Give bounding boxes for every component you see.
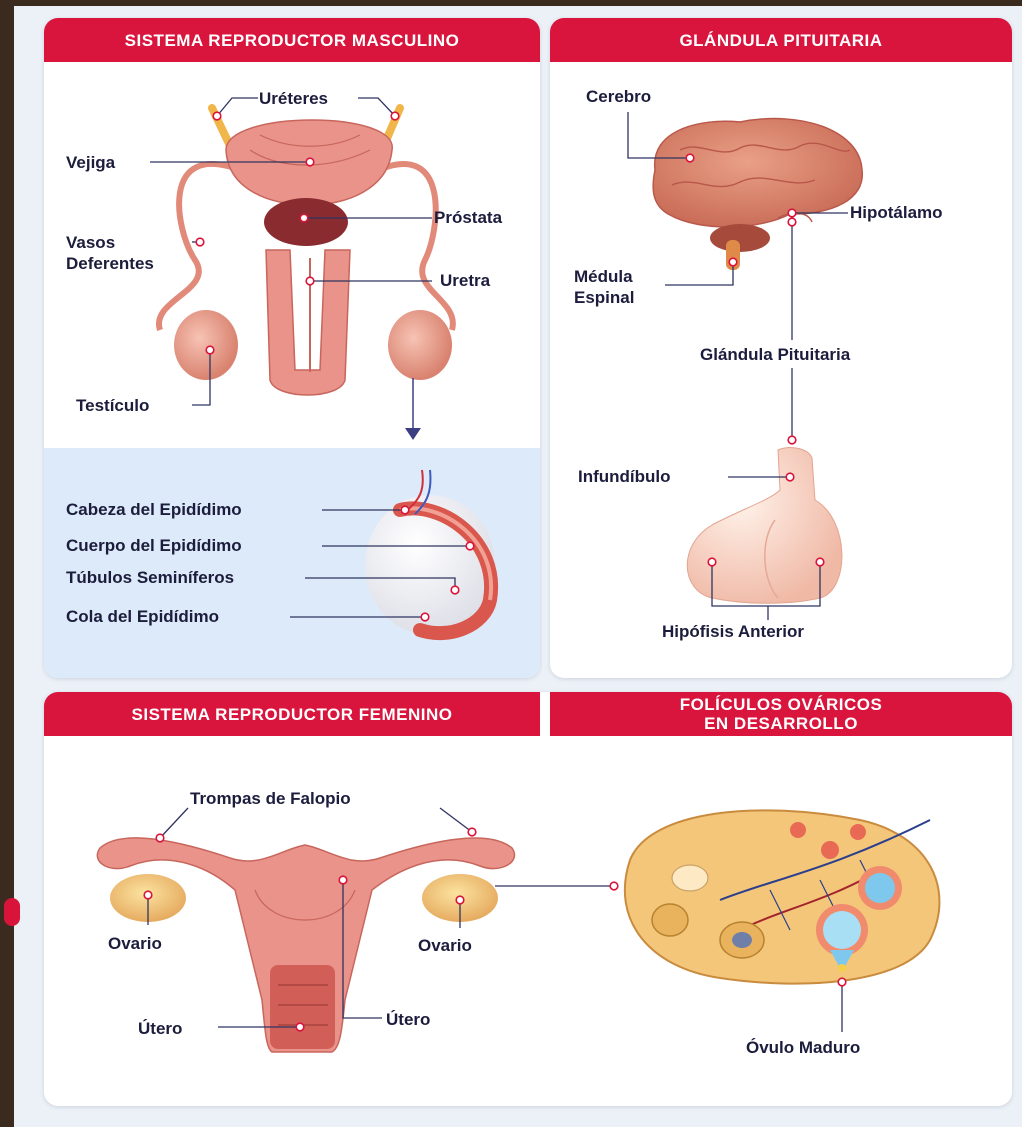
label-utero-right: Útero [386,1009,430,1030]
label-cabeza-epididimo: Cabeza del Epidídimo [66,499,242,520]
label-vejiga: Vejiga [66,152,115,173]
label-ovulo-maduro: Óvulo Maduro [746,1037,860,1058]
label-utero-left: Útero [138,1018,182,1039]
label-trompas-falopio: Trompas de Falopio [190,788,351,809]
label-hipofisis-anterior: Hipófisis Anterior [662,621,804,642]
follicles-pins [838,978,846,986]
label-cerebro: Cerebro [586,86,651,107]
label-cuerpo-epididimo: Cuerpo del Epidídimo [66,535,242,556]
label-ovario-right: Ovario [418,935,472,956]
label-prostata: Próstata [434,207,502,228]
label-infundibulo: Infundíbulo [578,466,671,487]
label-tubulos-seminiferos: Túbulos Seminíferos [66,567,234,588]
label-ovario-left: Ovario [108,933,162,954]
label-medula-espinal: Médula Espinal [574,266,634,308]
label-hipotalamo: Hipotálamo [850,202,943,223]
label-glandula-pituitaria: Glándula Pituitaria [700,344,850,365]
label-uretra: Uretra [440,270,490,291]
brain-drawing [653,119,862,270]
label-vasos-deferentes: Vasos Deferentes [66,232,154,274]
pituitary-gland-drawing [687,448,842,604]
label-cola-epididimo: Cola del Epidídimo [66,606,219,627]
ovary-follicles-drawing [625,810,940,983]
female-leader-lines [148,808,612,1027]
label-testiculo: Testículo [76,395,149,416]
label-ureteres: Uréteres [259,88,328,109]
